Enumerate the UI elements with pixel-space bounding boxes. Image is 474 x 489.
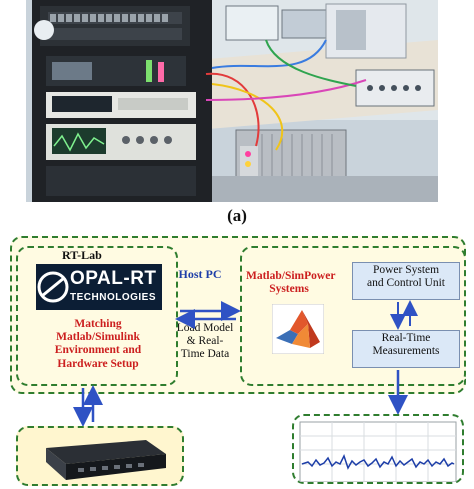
matlab-logo-icon — [271, 303, 325, 355]
power-system-box — [352, 262, 460, 300]
host-pc-label: Host PC — [178, 267, 222, 281]
matching-line-3: Environment and — [54, 344, 142, 357]
lab-photo-illustration — [26, 0, 438, 202]
realtime-measurements-box — [352, 330, 460, 368]
opal-rt-logo-subtext: TECHNOLOGIES — [70, 292, 157, 303]
load-line-3: Time Data — [180, 348, 230, 361]
lab-setup-photo — [26, 0, 438, 202]
rt-line-1: Real-Time — [381, 332, 431, 344]
matching-line-2: Matlab/Simulink — [56, 331, 140, 344]
matlab-line-2: Systems — [269, 283, 309, 296]
matlab-simpower-label: Matlab/SimPower Systems — [246, 270, 336, 296]
hardware-target-box — [16, 426, 184, 486]
matlab-membrane — [271, 303, 325, 355]
figure-caption: (a) — [227, 206, 247, 225]
rtlab-title: RT-Lab — [62, 248, 102, 262]
hardware-target-icon — [46, 440, 166, 480]
oscilloscope-waveform-icon — [299, 421, 457, 483]
power-system-label: Power System and Control Unit — [352, 264, 460, 290]
matlab-line-1: Matlab/SimPower — [246, 270, 336, 282]
load-model-description: Load Model & Real- Time Data — [170, 322, 240, 362]
opal-rt-mark — [36, 264, 162, 310]
diagram-arrows — [73, 300, 418, 427]
opal-rt-logo-text: OPAL-RT — [70, 268, 157, 289]
power-line-1: Power System — [372, 264, 440, 276]
opal-rt-logo-icon — [36, 264, 162, 310]
matching-line-4: Hardware Setup — [57, 357, 139, 370]
rt-line-2: Measurements — [372, 345, 440, 358]
matching-line-1: Matching — [74, 318, 122, 330]
realtime-measurements-label: Real-Time Measurements — [352, 332, 460, 358]
load-line-2: & Real- — [186, 335, 224, 348]
power-line-2: and Control Unit — [367, 277, 445, 290]
matching-description: Matching Matlab/Simulink Environment and… — [30, 318, 166, 371]
